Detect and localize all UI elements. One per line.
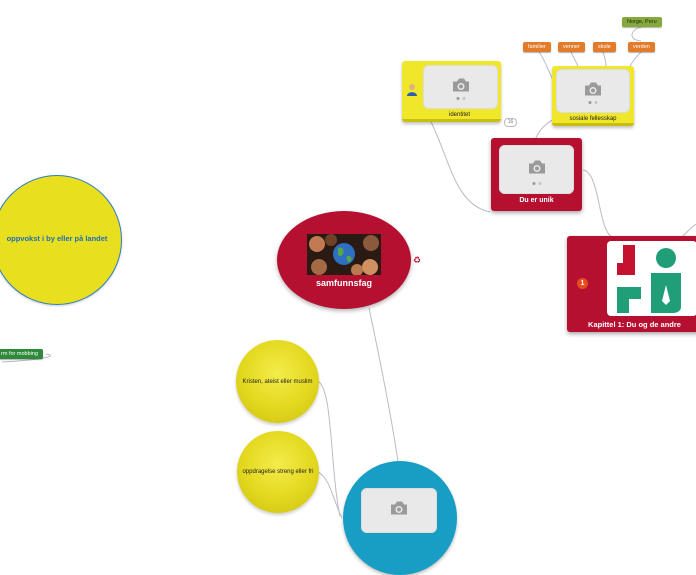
chapter-marker-icon: 1 — [577, 278, 588, 289]
blue-topic[interactable] — [343, 461, 457, 575]
identitet-label: identitet — [448, 112, 470, 118]
link-icon[interactable]: ♻ — [413, 255, 422, 265]
tag-mobbing[interactable]: rm for mobbing — [0, 349, 43, 359]
tag-norge-peru[interactable]: Norge, Peru — [622, 17, 662, 27]
person-icon — [406, 83, 418, 97]
camera-icon — [391, 501, 407, 515]
count-badge: 16 — [504, 118, 517, 127]
central-topic-label: samfunnsfag — [315, 278, 372, 288]
carousel-dots — [532, 182, 541, 185]
sosiale-fellesskap-label: sosiale fellesskap — [569, 116, 617, 122]
bubble-religion[interactable]: Kristen, ateist eller muslim — [236, 340, 319, 423]
du-er-unik-topic[interactable]: Du er unik — [491, 138, 582, 211]
oppvokst-label: oppvokst i by eller på landet — [6, 234, 108, 243]
tag-skole[interactable]: skole — [593, 42, 616, 52]
person-logo-icon — [617, 245, 681, 313]
bubble-oppdragelse-label: oppdragelse streng eller fri — [242, 469, 314, 475]
identitet-topic[interactable]: identitet — [402, 61, 501, 122]
camera-icon — [452, 78, 469, 92]
tag-familier[interactable]: familier — [523, 42, 551, 52]
carousel-dots — [456, 97, 465, 100]
globe-icon — [309, 234, 379, 275]
image-placeholder — [423, 65, 498, 109]
image-placeholder — [556, 69, 630, 113]
globe-hands-image — [307, 234, 381, 275]
camera-icon — [585, 82, 601, 96]
camera-icon — [528, 160, 545, 174]
bubble-religion-label: Kristen, ateist eller muslim — [242, 378, 313, 385]
connector-lines — [1, 26, 696, 519]
sosiale-fellesskap-topic[interactable]: sosiale fellesskap — [552, 66, 634, 126]
image-placeholder — [361, 488, 437, 533]
chapter-topic[interactable]: 1 Kapittel 1: Du og de andre — [567, 236, 696, 332]
carousel-dots — [588, 101, 598, 104]
chapter-image — [607, 241, 696, 316]
chapter-label: Kapittel 1: Du og de andre — [588, 320, 681, 329]
oppvokst-bubble[interactable]: oppvokst i by eller på landet — [0, 175, 122, 305]
central-topic[interactable]: samfunnsfag — [277, 211, 411, 309]
tag-venner[interactable]: venner — [558, 42, 585, 52]
tag-verden[interactable]: verden — [628, 42, 655, 52]
image-placeholder — [499, 145, 574, 194]
du-er-unik-label: Du er unik — [519, 197, 554, 204]
bubble-oppdragelse[interactable]: oppdragelse streng eller fri — [237, 431, 319, 513]
